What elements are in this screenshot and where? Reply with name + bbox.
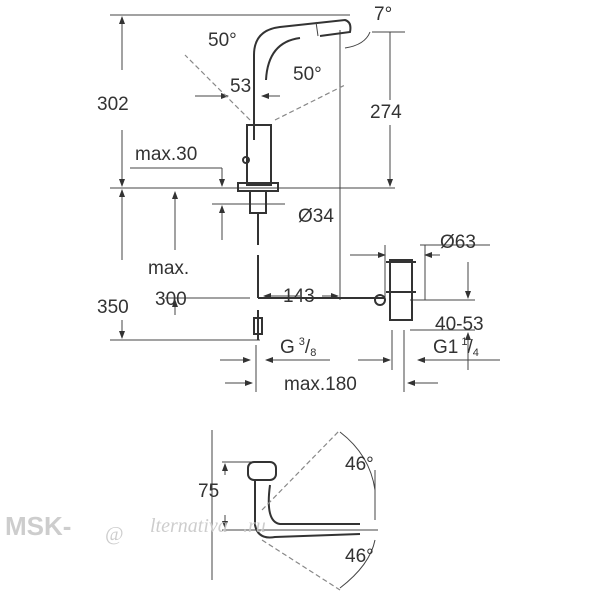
dim-outlet-height: 274 bbox=[370, 102, 402, 123]
dim-spout-angle-left: 50° bbox=[208, 30, 237, 51]
drain-assembly bbox=[374, 259, 416, 321]
dim-spout-tilt: 7° bbox=[374, 4, 392, 25]
dim-swivel-angle-top: 46° bbox=[345, 454, 374, 475]
svg-text:@: @ bbox=[105, 523, 123, 545]
watermark: MSK- @ lternativa .ru bbox=[5, 511, 266, 545]
dim-max-hose-label: max. bbox=[148, 258, 189, 279]
dimension-lines bbox=[110, 14, 500, 392]
dim-top-view-depth: 75 bbox=[198, 481, 219, 502]
dim-swivel-angle-bottom: 46° bbox=[345, 546, 374, 567]
svg-text:MSK-: MSK- bbox=[5, 511, 71, 541]
svg-text:lternativa: lternativa bbox=[150, 515, 228, 537]
dim-drain-diameter: Ø63 bbox=[440, 232, 476, 253]
dim-max-distance: max.180 bbox=[284, 374, 357, 395]
dim-height-total: 302 bbox=[97, 94, 129, 115]
dim-lever-width: 53 bbox=[230, 76, 251, 97]
faucet-side-view bbox=[184, 18, 385, 340]
dim-below-height: 350 bbox=[97, 297, 129, 318]
svg-text:.ru: .ru bbox=[243, 515, 266, 537]
dim-max-thickness: max.30 bbox=[135, 144, 197, 165]
dim-base-diameter: Ø34 bbox=[298, 206, 334, 227]
dim-max-hose-value: 300 bbox=[155, 289, 187, 310]
dim-projection: 143 bbox=[283, 286, 315, 307]
dim-spout-angle-right: 50° bbox=[293, 64, 322, 85]
dim-drain-range: 40-53 bbox=[435, 314, 484, 335]
faucet-top-view bbox=[211, 429, 378, 591]
